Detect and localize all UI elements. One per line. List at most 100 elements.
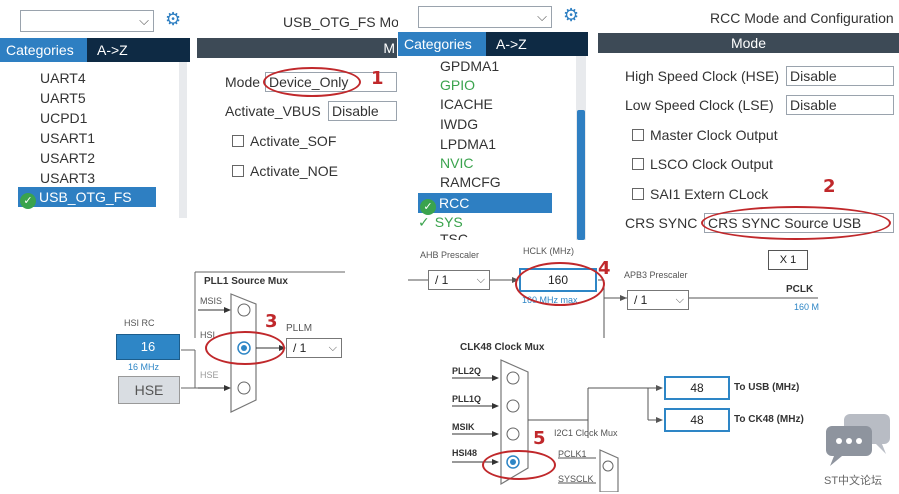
list-item[interactable]: UCPD1 xyxy=(40,110,88,126)
list-item[interactable]: NVIC xyxy=(440,155,474,171)
sof-label: Activate_SOF xyxy=(250,133,337,149)
list-item[interactable]: ✓SYS xyxy=(418,212,463,232)
sof-checkbox[interactable]: Activate_SOF xyxy=(232,133,336,149)
hsi-input-label: HSI xyxy=(200,330,216,340)
list-item[interactable]: TSC xyxy=(440,231,468,240)
pclk-frequency: 160 M xyxy=(794,302,820,312)
usb-clock-value[interactable]: 48 xyxy=(664,376,730,400)
vbus-select[interactable]: Disable xyxy=(328,101,397,121)
forum-watermark: ST中文论坛 xyxy=(824,412,896,488)
list-item[interactable]: USART1 xyxy=(40,130,95,146)
apb3-prescaler-value: / 1 xyxy=(634,293,648,307)
check-icon: ✓ xyxy=(418,214,430,230)
hsi48-label: HSI48 xyxy=(452,448,478,458)
checkbox-box[interactable] xyxy=(232,135,244,147)
hse-select[interactable]: Disable xyxy=(786,66,894,86)
hse-label: High Speed Clock (HSE) xyxy=(625,68,780,84)
noe-checkbox[interactable]: Activate_NOE xyxy=(232,163,338,179)
usb-categories-panel: ⌵ ⚙ Categories A->Z UART4 UART5 UCPD1 US… xyxy=(0,0,190,218)
list-item[interactable]: USART2 xyxy=(40,150,95,166)
sidebar-item-rcc[interactable]: ✓RCC xyxy=(418,193,552,215)
apb3-prescaler-select[interactable]: / 1 ⌵ xyxy=(627,290,689,310)
list-item[interactable]: UART5 xyxy=(40,90,86,106)
gear-icon[interactable]: ⚙ xyxy=(563,5,580,25)
list-item[interactable]: ICACHE xyxy=(440,96,493,112)
clk48-mux-title: CLK48 Clock Mux xyxy=(460,342,545,353)
tab-categories[interactable]: Categories xyxy=(398,32,486,56)
list-item[interactable]: USART3 xyxy=(40,170,95,186)
ck48-clock-label: To CK48 (MHz) xyxy=(734,414,804,425)
mco-label: Master Clock Output xyxy=(650,127,778,143)
annotation-number: 5 xyxy=(533,428,546,449)
annotation-oval xyxy=(515,262,605,306)
hsi-rc-value[interactable]: 16 xyxy=(116,334,180,360)
list-item[interactable]: GPDMA1 xyxy=(440,58,500,74)
annotation-number: 4 xyxy=(598,258,611,279)
lse-select[interactable]: Disable xyxy=(786,95,894,115)
chevron-down-icon[interactable]: ⌵ xyxy=(139,13,149,28)
gear-icon[interactable]: ⚙ xyxy=(165,9,182,29)
scrollbar-thumb[interactable] xyxy=(577,110,585,240)
hsi-rc-label: HSI RC xyxy=(124,318,155,328)
annotation-number: 2 xyxy=(823,176,836,197)
msik-label: MSIK xyxy=(452,422,475,432)
list-item[interactable]: IWDG xyxy=(440,116,479,132)
list-item[interactable]: GPIO xyxy=(440,77,476,93)
multiplier-box[interactable]: X 1 xyxy=(768,250,808,270)
lse-label: Low Speed Clock (LSE) xyxy=(625,97,774,113)
ahb-prescaler-value: / 1 xyxy=(435,273,449,287)
hse-source-box[interactable]: HSE xyxy=(118,376,180,404)
tab-a-z[interactable]: A->Z xyxy=(87,38,190,62)
hsi-frequency: 16 MHz xyxy=(128,362,160,372)
checkbox-box[interactable] xyxy=(232,165,244,177)
checkbox-box[interactable] xyxy=(632,188,644,200)
check-icon: ✓ xyxy=(420,199,436,215)
annotation-number: 3 xyxy=(265,311,278,332)
tab-a-z[interactable]: A->Z xyxy=(486,32,588,56)
sidebar-item-usb-otg-fs[interactable]: ✓USB_OTG_FS xyxy=(18,187,156,209)
mode-label: Mode xyxy=(225,74,261,90)
watermark-text: ST中文论坛 xyxy=(824,475,883,487)
clk48-mux-area: CLK48 Clock Mux PLL2Q PLL1Q MSIK HSI48 4… xyxy=(448,338,818,492)
usb-clock-label: To USB (MHz) xyxy=(734,382,800,393)
tab-categories[interactable]: Categories xyxy=(0,38,87,62)
check-icon: ✓ xyxy=(20,193,36,209)
list-item[interactable]: RAMCFG xyxy=(440,174,501,190)
annotation-number: 1 xyxy=(371,68,384,89)
category-tabs: Categories A->Z xyxy=(0,38,190,62)
chevron-down-icon[interactable]: ⌵ xyxy=(476,274,485,286)
mco-checkbox[interactable]: Master Clock Output xyxy=(632,127,778,143)
checkbox-box[interactable] xyxy=(632,158,644,170)
mode-header: Mode xyxy=(598,33,899,53)
sai1-checkbox[interactable]: SAI1 Extern CLock xyxy=(632,186,768,202)
list-item[interactable]: LPDMA1 xyxy=(440,136,497,152)
ahb-prescaler-select[interactable]: / 1 ⌵ xyxy=(428,270,490,290)
list-item-label: USB_OTG_FS xyxy=(39,189,132,205)
pll1q-label: PLL1Q xyxy=(452,394,482,404)
lsco-label: LSCO Clock Output xyxy=(650,156,773,172)
chevron-down-icon[interactable]: ⌵ xyxy=(537,9,547,24)
checkbox-box[interactable] xyxy=(632,129,644,141)
annotation-oval xyxy=(701,206,891,240)
i2c1-mux-label: I2C1 Clock Mux xyxy=(554,428,618,438)
ahb-prescaler-label: AHB Prescaler xyxy=(420,250,480,260)
search-input[interactable]: ⌵ xyxy=(418,6,552,28)
scrollbar[interactable] xyxy=(179,62,187,218)
vbus-label: Activate_VBUS xyxy=(225,103,321,119)
apb3-prescaler-label: APB3 Prescaler xyxy=(624,270,688,280)
list-item[interactable]: UART4 xyxy=(40,70,86,86)
lsco-checkbox[interactable]: LSCO Clock Output xyxy=(632,156,773,172)
list-item-label: SYS xyxy=(434,214,463,230)
chat-bubble-icon xyxy=(826,414,890,466)
hclk-label: HCLK (MHz) xyxy=(523,246,574,256)
chevron-down-icon[interactable]: ⌵ xyxy=(328,342,337,354)
ahb-hclk-area: AHB Prescaler / 1 ⌵ HCLK (MHz) 160 160 M… xyxy=(408,240,820,340)
search-input[interactable]: ⌵ xyxy=(20,10,154,32)
chevron-down-icon[interactable]: ⌵ xyxy=(675,294,684,306)
pllm-select[interactable]: / 1 ⌵ xyxy=(286,338,342,358)
usb-mode-panel: USB_OTG_FS Mo M Mode Device_Only Activat… xyxy=(197,0,399,218)
scrollbar[interactable] xyxy=(576,56,586,240)
rcc-categories-panel: ⌵ ⚙ Categories A->Z GPDMA1 GPIO ICACHE I… xyxy=(398,0,588,240)
ck48-clock-value[interactable]: 48 xyxy=(664,408,730,432)
list-item-label: RCC xyxy=(439,195,470,211)
